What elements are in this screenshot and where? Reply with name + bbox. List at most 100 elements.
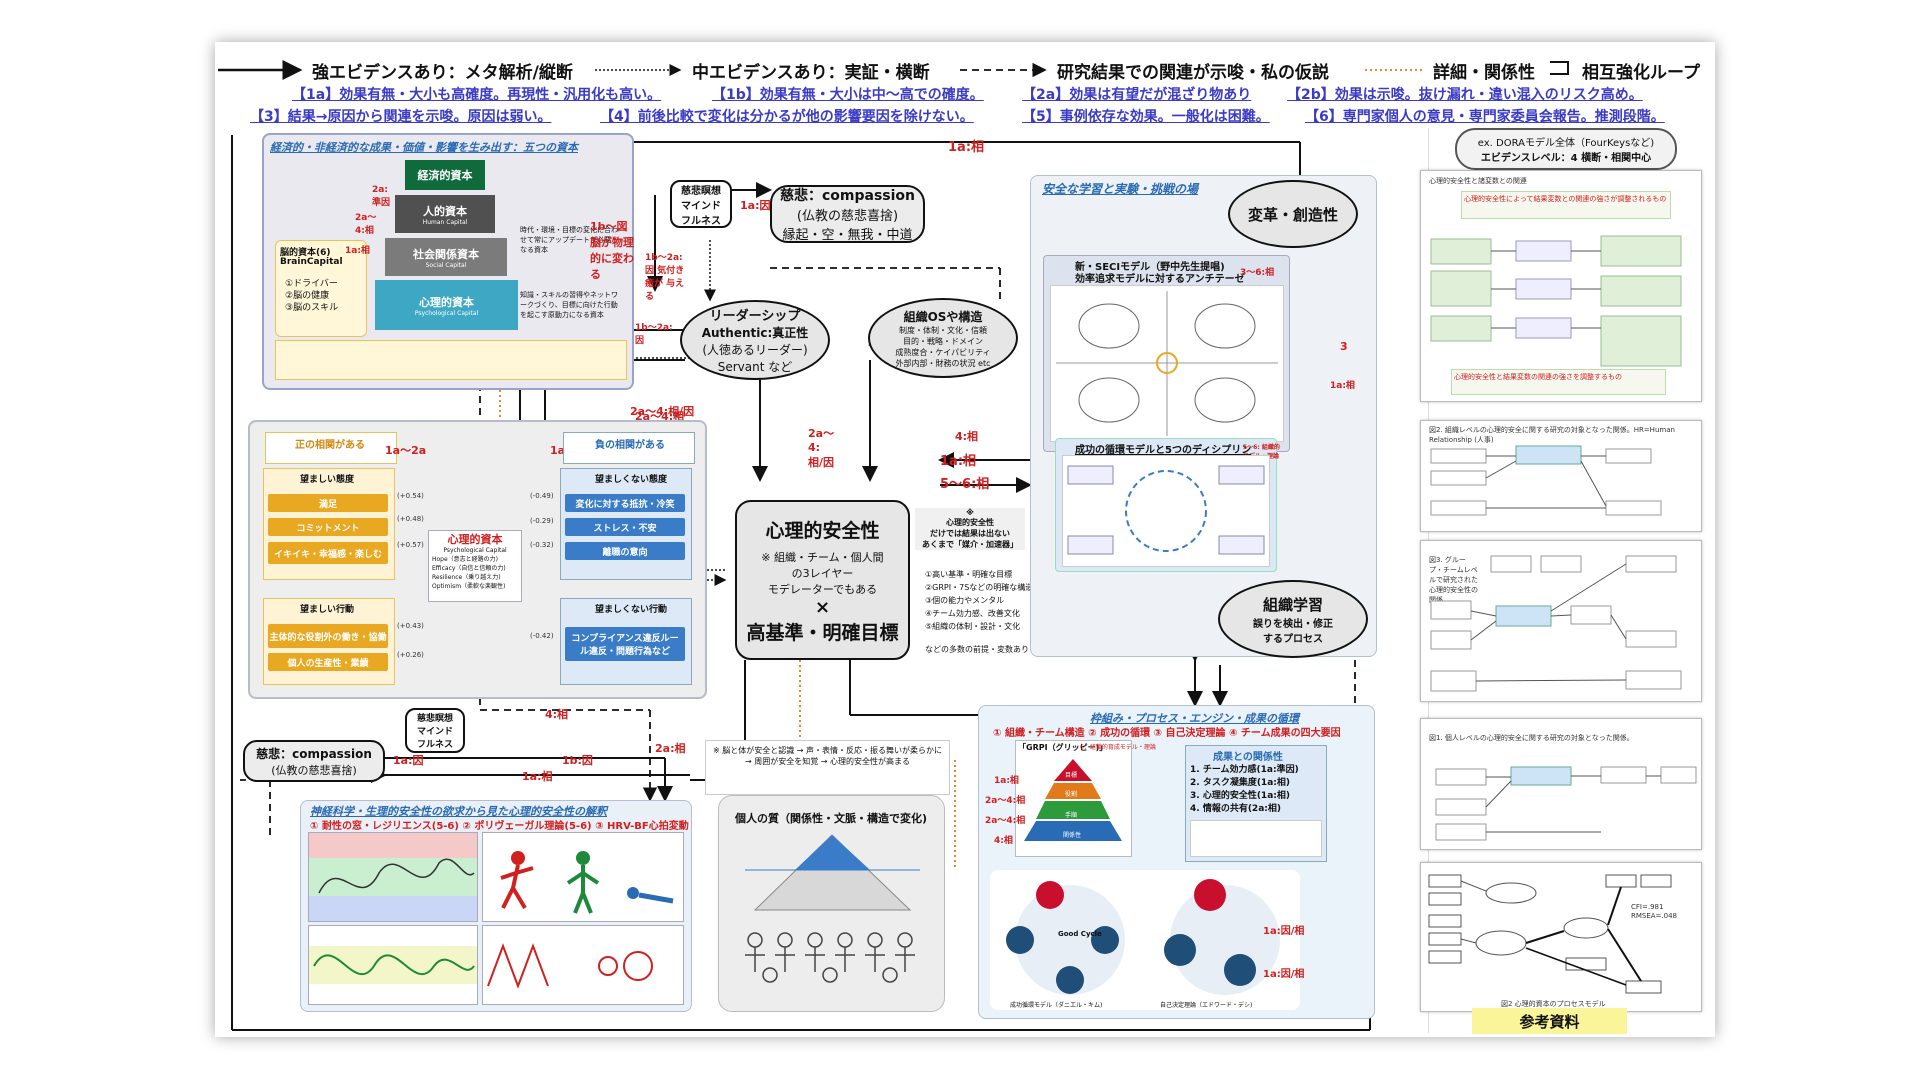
evidence-3: 【3】結果→原因から関連を示唆。原因は弱い。 [250, 109, 552, 125]
label-grpi-2a4-2: 2a〜4:相 [985, 816, 1026, 826]
meditation-top-node: 慈悲瞑想 マインド フルネス [670, 180, 732, 228]
result-efficacy: 1. チーム効力感(1a:準因) [1190, 765, 1299, 775]
ref-fig5-rmsea: RMSEA=.048 [1631, 912, 1678, 920]
people-icons [745, 932, 915, 983]
label-36-corr: 3〜6:相 [1240, 268, 1275, 278]
ref-fig1-diagram [1430, 235, 1682, 367]
human-capital-label: 人的資本 [423, 204, 467, 218]
legend-medium: 中エビデンスあり：実証・横断 [692, 63, 930, 83]
coef-neg-1: (-0.49) [530, 492, 554, 500]
legend-loop: 相互強化ループ [1582, 63, 1700, 83]
compassion-bottom-line2: (仏教の慈悲喜捨) [271, 763, 357, 777]
center-note-item-2: ②GRPI・7Sなどの明確な構造 [925, 583, 1034, 592]
label-brain-change: 1b〜図 脳が物理的に変わる [590, 220, 634, 281]
grpi-pyramid [1024, 759, 1122, 841]
grpi-title: 「GRPI（グリッピー)」 [1018, 743, 1108, 752]
psychological-safety-node: 心理的安全性 ※ 組織・チーム・個人間 の3レイヤー モデレーターでもある × … [735, 500, 910, 660]
neg-item-resistance: 変化に対する抵抗・冷笑 [565, 494, 685, 512]
neg-head-box [563, 432, 695, 464]
cycle-figure [1067, 465, 1265, 555]
ref-figure-2: 図2. 組織レベルの心理的安全に関する研究の対象となった関係。HR=Human … [1420, 420, 1702, 532]
evidence-6: 【6】専門家個人の意見・専門家委員会報告。推測段階。 [1305, 109, 1665, 125]
label-1a-cause-top: 1a:因 [740, 199, 771, 212]
meditation-bottom-1: 慈悲瞑想 [416, 714, 453, 724]
grpi-relationship: 関係性 [1063, 832, 1082, 839]
psycap-efficacy: Efficacy（自信と信頼の力) [432, 565, 506, 572]
individual-panel [718, 795, 945, 1012]
grpi-note: 6：組織的育成モデル・理論 [1080, 744, 1156, 751]
ref-fig1-head: 心理的安全性によって結果変数との関連の強さが調整されるもの [1461, 191, 1671, 219]
seci-title-1: 新・SECIモデル（野中先生提唱) [1075, 262, 1225, 273]
good-behavior-title: 望ましい行動 [300, 605, 355, 615]
meditation-top-3: フルネス [681, 215, 721, 227]
center-sub1: ※ 組織・チーム・個人間 [761, 550, 884, 564]
center-title: 心理的安全性 [765, 519, 880, 542]
pos-behavior-citizenship: 主体的な役割外の働き・協働 [268, 624, 388, 648]
capital-note-2: 知識・スキルの習得やネットワークづくり、目標に向けた行動を起こす原動力になる資本 [520, 291, 618, 319]
psycap-center-title: 心理的資本 [447, 533, 503, 546]
capital-note-1: 時代・環境・目標の変化に合わせて常にアップデートが必要となる資本 [520, 226, 618, 254]
pos-head: 正の相関がある [295, 440, 365, 451]
ref-fig2-diagram [1430, 445, 1662, 516]
ref-fig3-title: 図3. グループ・チームレベルで研究された心理的安全性の関係 [1429, 556, 1478, 604]
brain-capital-box [275, 240, 367, 337]
coef-pos-3: (+0.57) [397, 541, 424, 549]
leadership-node: リーダーシップ Authentic:真正性 (人徳あるリーダー) Servant… [680, 300, 830, 380]
good-cycle-figure [1006, 879, 1280, 995]
compassion-bottom-title: 慈悲：compassion [256, 746, 372, 761]
legend-hypothesis: 研究結果での関連が示唆・私の仮説 [1057, 63, 1329, 83]
individual-title: 個人の質（関係性・文脈・構造で変化) [735, 812, 928, 825]
psycap-resilience: Resilience（乗り越え力) [432, 574, 501, 581]
results-head: 成果との関係性 [1213, 752, 1283, 763]
compassion-top-line3: 縁起・空・無我・中道 [782, 228, 913, 243]
neuro-panel-title: 神経科学・生理的安全性の欲求から見た心理的安全性の解釈 [310, 805, 607, 818]
center-note-foot: などの多数の前提・変数あり [925, 645, 1029, 654]
social-capital-sub: Social Capital [425, 261, 467, 269]
ref-fig5-diagram [1428, 874, 1672, 994]
framework-sub: ① 組織・チーム構造 ② 成功の循環 ③ 自己決定理論 ④ チーム成果の四大要因 [993, 728, 1341, 739]
center-note-item-4: ④チーム効力感、改善文化 [925, 609, 1020, 618]
center-times: × [814, 596, 831, 618]
compassion-top-title: 慈悲：compassion [779, 188, 916, 204]
good-attitude-title: 望ましい態度 [300, 475, 355, 485]
neg-item-stress: ストレス・不安 [565, 518, 685, 536]
seci-quadrants [1056, 291, 1278, 436]
pos-item-commitment: コミットメント [268, 518, 388, 536]
leadership-line3: (人徳あるリーダー) [702, 343, 808, 357]
center-note-head4: あくまで「媒介・加速器」 [922, 540, 1018, 549]
coef-pos-2: (+0.48) [397, 515, 424, 523]
center-sub3: モデレーターでもある [767, 582, 878, 596]
org-os-line3: 成熟度合・ケイパビリティ [895, 347, 991, 357]
leadership-title: リーダーシップ [709, 309, 801, 324]
learning-panel-title: 安全な学習と実験・挑戦の場 [1042, 182, 1199, 196]
coef-pos-1: (+0.54) [397, 492, 424, 500]
org-learning-node: 組織学習 誤りを検出・修正 するプロセス [1218, 580, 1368, 658]
label-1a-corr-cap: 1a:相 [345, 246, 370, 256]
center-sub2: の3レイヤー [791, 566, 854, 580]
brain-item-2: ②脳の健康 [285, 291, 330, 301]
label-grpi-4: 4:相 [994, 836, 1013, 846]
evidence-1b: 【1b】効果有無・大小は中〜高での確度。 [712, 87, 984, 103]
compassion-top-node: 慈悲：compassion (仏教の慈悲喜捨) 縁起・空・無我・中道 [770, 185, 925, 243]
brain-capital-title: 脳的資本(6) [280, 248, 331, 258]
org-os-line4: 外部内部・財務の状況 etc [895, 358, 991, 368]
compassion-bottom-node: 慈悲：compassion (仏教の慈悲喜捨) [243, 740, 385, 782]
ref-fig5-cfi: CFI=.981 [1631, 903, 1664, 911]
center-note-head2: 心理的安全性 [946, 518, 994, 527]
people-figure [735, 920, 930, 1000]
results-detail [1190, 820, 1322, 857]
neg-behavior-compliance: コンプライアンス違反ルール違反・問題行為など [565, 627, 685, 661]
label-2a4-corr-cause: 2a〜4:相/因 [630, 405, 695, 418]
result-info-sharing: 4. 情報の共有(2a:相) [1190, 804, 1281, 814]
grpi-process: 手順 [1065, 812, 1078, 819]
result-cohesion: 2. タスク凝集度(1a:相) [1190, 778, 1290, 788]
ref-fig3-diagram [1430, 555, 1682, 692]
polyvagal-icons [500, 851, 674, 914]
center-note-item-1: ①高い基準・明確な目標 [925, 570, 1013, 579]
seci-title-2: 効率追求モデルに対するアンチテーゼ [1075, 274, 1245, 285]
reference-label: 参考資料 [1472, 1008, 1627, 1034]
brain-item-1: ①ドライバー [285, 279, 338, 289]
meditation-bottom-3: フルネス [416, 740, 453, 750]
